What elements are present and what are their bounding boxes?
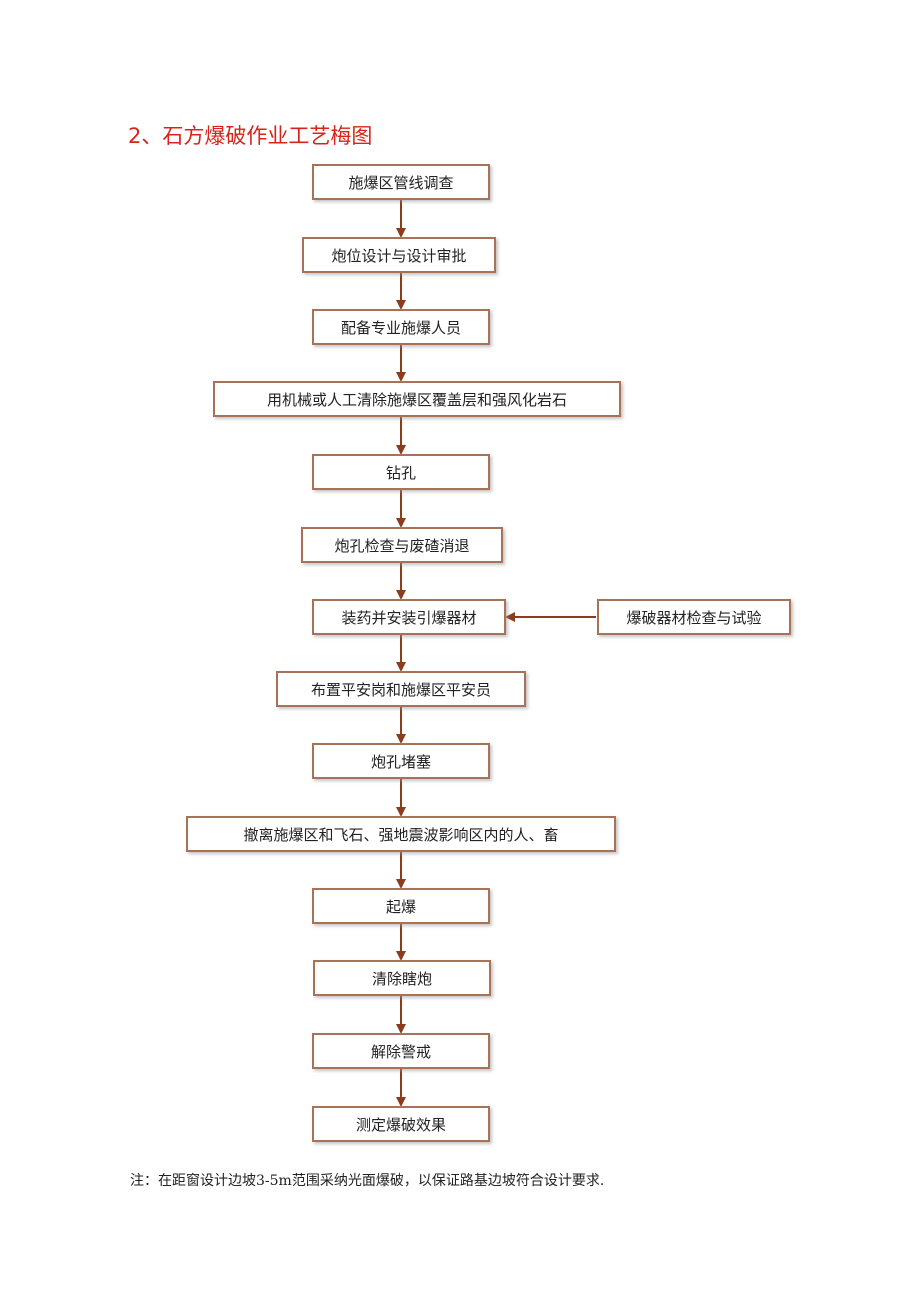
flow-step-drilling: 钻孔 bbox=[312, 454, 490, 490]
flow-step-material-testing: 爆破器材检查与试验 bbox=[597, 599, 791, 635]
flow-step-hole-inspection: 炮孔检查与废碴消退 bbox=[301, 527, 503, 563]
flow-step-label: 撤离施爆区和飞石、强地震波影响区内的人、畜 bbox=[243, 825, 559, 844]
flow-step-stemming: 炮孔堵塞 bbox=[312, 743, 490, 779]
flow-step-pipeline-survey: 施爆区管线调查 bbox=[312, 164, 490, 200]
flow-step-detonation: 起爆 bbox=[312, 888, 490, 924]
flow-step-clear-overburden: 用机械或人工清除施爆区覆盖层和强风化岩石 bbox=[213, 381, 621, 417]
flow-step-label: 清除瞎炮 bbox=[371, 969, 432, 988]
flow-step-label: 装药并安装引爆器材 bbox=[341, 608, 477, 627]
flow-step-blast-design-approval: 炮位设计与设计审批 bbox=[302, 237, 496, 273]
flow-step-label: 钻孔 bbox=[385, 463, 416, 482]
flow-step-label: 布置平安岗和施爆区平安员 bbox=[310, 680, 491, 699]
footnote: 注：在距窗设计边坡3-5m范围采纳光面爆破，以保证路基边坡符合设计要求. bbox=[130, 1173, 605, 1189]
flow-step-label: 测定爆破效果 bbox=[355, 1115, 446, 1134]
flow-step-label: 炮孔检查与废碴消退 bbox=[334, 536, 470, 555]
flow-step-label: 起爆 bbox=[385, 897, 416, 916]
flow-step-label: 炮孔堵塞 bbox=[370, 752, 431, 771]
flow-step-label: 配备专业施爆人员 bbox=[340, 318, 461, 337]
flow-step-misfire-removal: 清除瞎炮 bbox=[313, 960, 491, 996]
flow-step-measure-effect: 测定爆破效果 bbox=[312, 1106, 490, 1142]
flow-step-label: 施爆区管线调查 bbox=[348, 173, 454, 192]
flow-step-lift-cordon: 解除警戒 bbox=[312, 1033, 490, 1069]
flow-step-label: 解除警戒 bbox=[370, 1042, 431, 1061]
flow-step-label: 用机械或人工清除施爆区覆盖层和强风化岩石 bbox=[266, 390, 567, 409]
flow-step-charging-detonators: 装药并安装引爆器材 bbox=[312, 599, 506, 635]
page-heading: 2、石方爆破作业工艺梅图 bbox=[128, 124, 373, 148]
flow-step-evacuation: 撤离施爆区和飞石、强地震波影响区内的人、畜 bbox=[186, 816, 616, 852]
flow-step-staffing: 配备专业施爆人员 bbox=[312, 309, 490, 345]
flow-step-label: 炮位设计与设计审批 bbox=[331, 246, 467, 265]
flow-step-safety-posts: 布置平安岗和施爆区平安员 bbox=[276, 671, 526, 707]
flow-step-label: 爆破器材检查与试验 bbox=[626, 608, 762, 627]
